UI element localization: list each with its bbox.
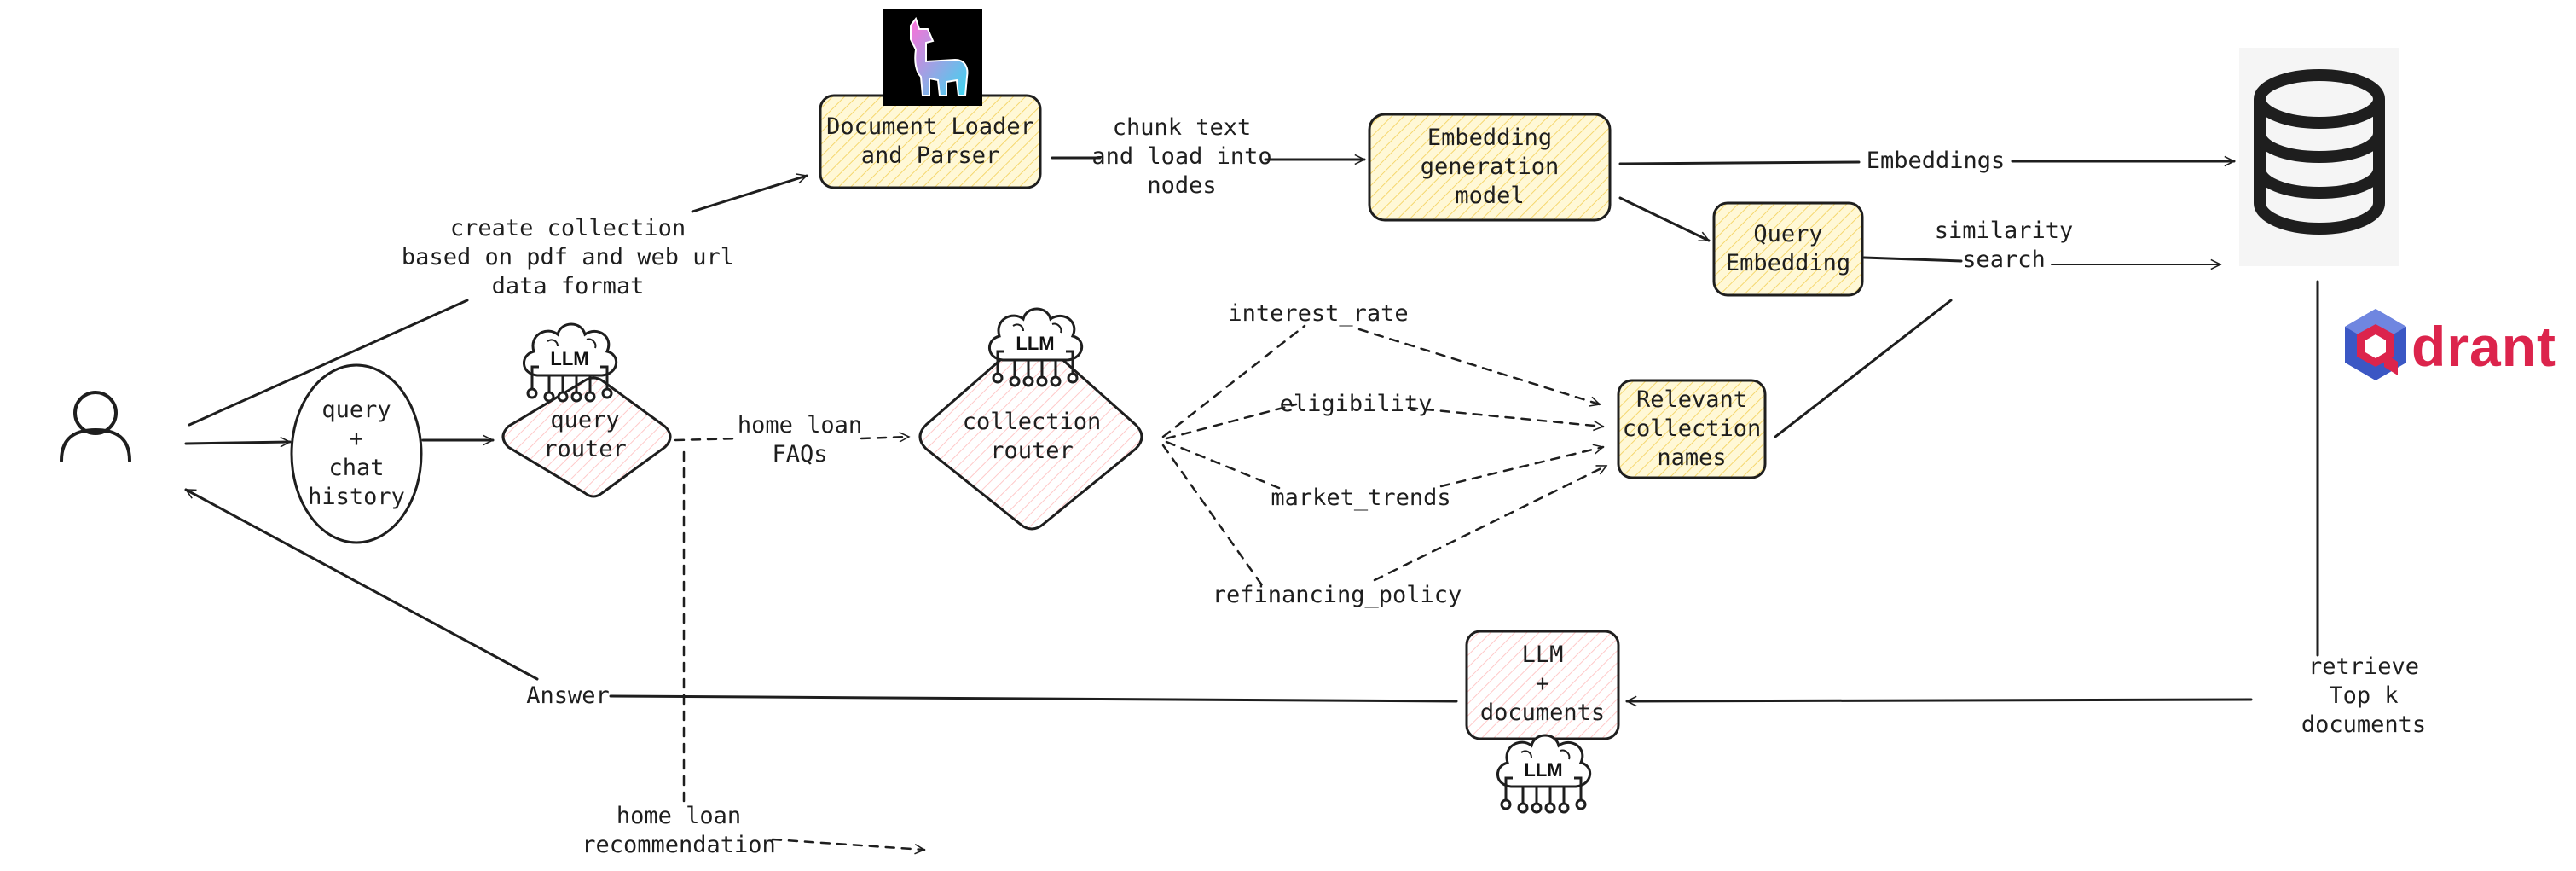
edge-embedding-to-query-embedding (1618, 196, 1709, 242)
dashed-edges (674, 324, 1606, 850)
collection-router-label: collection router (962, 409, 1102, 464)
llm-icon-collection-router: LLM (987, 307, 1084, 387)
relevant-collections-label: Relevant collection names (1622, 386, 1762, 471)
edge-cr-market (1165, 440, 1281, 490)
embeddings-label: Embeddings (1866, 147, 2006, 176)
edge-answer-to-user (186, 488, 539, 681)
edges (184, 158, 2319, 703)
relevant-collections-box (1617, 379, 1767, 479)
chunk-text-label: chunk text and load into nodes (1091, 114, 1272, 199)
create-collection-label: create collection based on pdf and web u… (401, 215, 735, 299)
edge-faqs-to-collection-router (860, 437, 909, 438)
edge-llm-to-answer (609, 694, 1458, 703)
edge-elig-to-rel (1407, 406, 1603, 427)
llm-icon-documents: LLM (1496, 734, 1592, 814)
edge-query-embedding-to-similarity (1862, 256, 1963, 263)
embedding-model-label: Embedding generation model (1420, 125, 1560, 209)
answer-label: Answer (526, 682, 610, 709)
database-icon (2239, 48, 2399, 266)
collection-market-trends: market_trends (1271, 485, 1451, 511)
edge-refi-to-rel (1373, 464, 1606, 582)
svg-text:LLM: LLM (1016, 333, 1054, 354)
query-router-diamond (501, 376, 672, 498)
llm-icon-query-router: LLM (522, 322, 618, 403)
edge-recommendation-arrow (771, 838, 924, 850)
collection-refinancing-policy: refinancing_policy (1212, 582, 1462, 608)
svg-text:LLM: LLM (1524, 759, 1562, 781)
edge-router-to-faqs (674, 437, 740, 442)
edge-market-to-rel (1439, 447, 1603, 488)
doc-loader-label: Document Loader and Parser (826, 113, 1034, 169)
home-loan-faqs-label: home loan FAQs (737, 412, 863, 467)
similarity-search-label: similarity search (1934, 218, 2074, 273)
svg-text:LLM: LLM (550, 348, 588, 369)
embedding-model-box (1368, 113, 1612, 222)
retrieve-top-k-label: retrieve Top k documents (2301, 653, 2427, 738)
qdrant-logo-text: drant (2411, 315, 2556, 378)
edge-cr-refinance (1161, 444, 1264, 587)
qdrant-logo-icon (2345, 309, 2406, 380)
edge-embedding-to-label (1618, 160, 1861, 165)
edge-collections-to-similarity (1774, 299, 1953, 438)
collection-interest-rate: interest_rate (1228, 300, 1409, 327)
edge-create-collection-to-loader (691, 176, 807, 213)
edge-cr-eligibility (1165, 403, 1298, 440)
collection-eligibility: eligibility (1279, 391, 1433, 417)
query-embedding-label: Query Embedding (1725, 221, 1851, 276)
query-embedding-box (1712, 201, 1864, 297)
edge-user-to-history (184, 442, 290, 444)
edge-cr-interest (1161, 324, 1306, 438)
llm-documents-label: LLM + documents (1479, 642, 1606, 726)
user-icon (60, 391, 131, 462)
edge-interest-to-rel (1357, 328, 1600, 404)
llama-icon (883, 9, 982, 106)
query-router-label: query router (543, 407, 627, 462)
query-history-label: query + chat history (308, 397, 405, 510)
home-loan-recommendation-label: home loan recommendation (582, 803, 776, 858)
edge-user-to-create-collection (188, 299, 469, 427)
query-history-ellipse (290, 363, 423, 544)
edge-retrieve-to-llm (1625, 700, 2253, 701)
